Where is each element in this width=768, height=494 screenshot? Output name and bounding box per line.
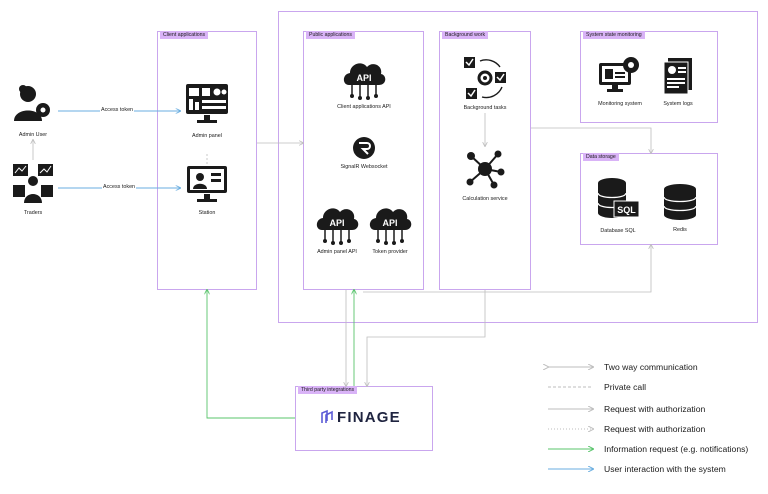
edge-public-to-storage <box>363 245 651 293</box>
database-sql-icon-text: SQL <box>617 205 636 215</box>
edge-background-to-storage <box>531 127 651 153</box>
legend-label-private-call: Private call <box>604 382 647 392</box>
legend-label-two-way: Two way communication <box>604 362 698 372</box>
monitoring-system-label: Monitoring system <box>598 101 642 107</box>
redis-icon <box>663 184 697 220</box>
redis-label: Redis <box>673 227 687 233</box>
legend-lines <box>548 367 593 469</box>
signalr-icon <box>353 137 375 159</box>
system-logs-icon <box>663 58 692 95</box>
client-api-cloud-icon: API <box>343 63 386 100</box>
database-sql-label: Database SQL <box>600 228 636 234</box>
calculation-service-label: Calculation service <box>462 196 508 202</box>
data-storage-tag: Data storage <box>583 153 619 161</box>
background-tasks-label: Background tasks <box>463 105 507 111</box>
admin-panel-label: Admin panel <box>192 133 222 139</box>
system-state-monitoring-tag: System state monitoring <box>583 31 645 39</box>
admin-user-label: Admin User <box>18 132 48 138</box>
traders-label: Traders <box>23 210 43 216</box>
edge-label-access-token-traders: Access token <box>102 184 137 190</box>
edge-background-to-third-party <box>367 290 486 386</box>
finage-logo-icon <box>321 409 333 423</box>
station-icon <box>187 166 227 202</box>
admin-panel-api-cloud-icon: API <box>316 208 359 245</box>
station-label: Station <box>198 210 216 216</box>
legend-label-request-solid: Request with authorization <box>604 404 706 414</box>
backend-container <box>278 11 758 323</box>
client-api-label: Client applications API <box>337 104 391 110</box>
legend-label-request-dotted: Request with authorization <box>604 424 706 434</box>
database-sql-icon: SQL <box>597 178 640 218</box>
third-party-integrations-tag: Third party integrations <box>298 386 358 394</box>
monitoring-system-icon <box>599 57 639 92</box>
calculation-service-icon <box>466 150 505 189</box>
background-tasks-icon <box>464 57 506 99</box>
admin-panel-api-cloud-text: API <box>329 218 344 228</box>
edge-label-access-token-admin: Access token <box>100 107 135 113</box>
token-provider-label: Token provider <box>372 249 408 255</box>
signalr-label: SignalR Websocket <box>340 164 388 170</box>
background-work-tag: Background work <box>442 31 489 39</box>
traders-icon <box>13 164 53 203</box>
legend-label-information-request: Information request (e.g. notifications) <box>604 444 749 454</box>
token-provider-cloud-text: API <box>382 218 397 228</box>
client-api-cloud-text: API <box>356 73 371 83</box>
admin-user-icon <box>14 85 50 121</box>
admin-panel-icon <box>186 84 228 123</box>
admin-panel-api-label: Admin panel API <box>317 249 357 255</box>
system-logs-label: System logs <box>663 101 693 107</box>
finage-wordmark: FINAGE <box>337 409 401 426</box>
public-applications-group: Public applications <box>303 31 424 290</box>
legend-label-user-interaction: User interaction with the system <box>604 464 726 474</box>
token-provider-cloud-icon: API <box>369 208 412 245</box>
edge-third-party-to-client <box>207 290 295 419</box>
third-party-integrations-group: Third party integrations <box>295 386 433 451</box>
client-applications-tag: Client applications <box>160 31 209 39</box>
public-applications-tag: Public applications <box>306 31 355 39</box>
background-work-group: Background work <box>439 31 531 290</box>
